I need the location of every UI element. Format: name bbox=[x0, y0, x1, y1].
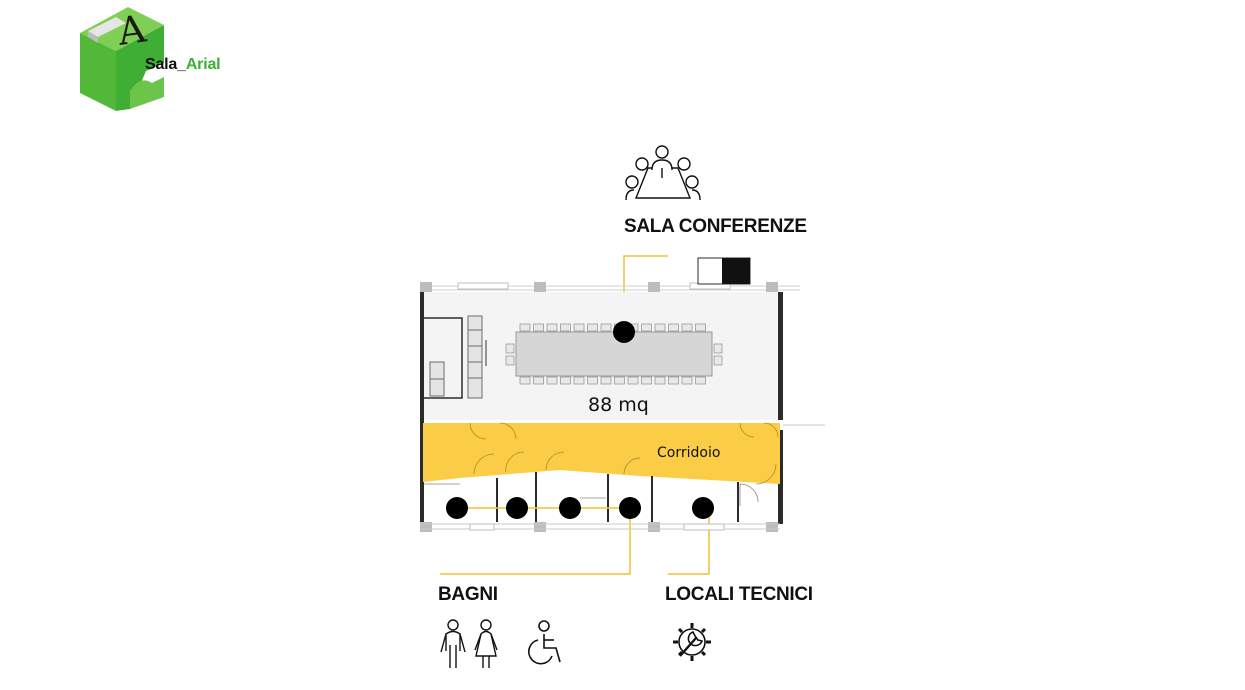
chair bbox=[560, 376, 571, 385]
marker-bathroom-3 bbox=[559, 497, 581, 519]
chair bbox=[695, 376, 706, 385]
logo-name-accent: Arial bbox=[185, 56, 221, 73]
chair bbox=[681, 376, 693, 385]
chair bbox=[546, 376, 558, 385]
location-markers bbox=[446, 321, 714, 519]
chair bbox=[573, 376, 585, 385]
logo-letter: A bbox=[114, 6, 149, 54]
chair bbox=[546, 323, 558, 332]
chair bbox=[519, 323, 531, 332]
label-locali-tecnici: LOCALI TECNICI bbox=[665, 584, 813, 605]
marker-technical bbox=[692, 497, 714, 519]
chair bbox=[533, 376, 544, 385]
chair bbox=[695, 323, 706, 332]
chair bbox=[600, 323, 612, 332]
chair bbox=[681, 323, 693, 332]
chair bbox=[600, 376, 612, 385]
man-woman-icon bbox=[440, 619, 498, 668]
chair bbox=[668, 323, 679, 332]
chair bbox=[533, 323, 544, 332]
marker-bathroom-4 bbox=[619, 497, 641, 519]
conference-table bbox=[505, 323, 723, 385]
corridor-label: Corridoio bbox=[657, 445, 720, 461]
wheelchair-icon bbox=[528, 620, 561, 665]
chair bbox=[587, 323, 598, 332]
chair bbox=[641, 323, 652, 332]
marker-conference bbox=[613, 321, 635, 343]
conference-table-icon bbox=[625, 145, 701, 201]
room-area: 88 mq bbox=[588, 394, 649, 416]
marker-bathroom-1 bbox=[446, 497, 468, 519]
chair bbox=[641, 376, 652, 385]
chair bbox=[587, 376, 598, 385]
chair bbox=[654, 323, 666, 332]
marker-bathroom-2 bbox=[506, 497, 528, 519]
logo-name-prefix: Sala_ bbox=[145, 56, 186, 73]
logo: A bbox=[80, 6, 164, 111]
label-sala-conferenze: SALA CONFERENZE bbox=[624, 216, 807, 237]
chair bbox=[519, 376, 531, 385]
side-furniture bbox=[429, 315, 487, 399]
chair bbox=[573, 323, 585, 332]
corridor bbox=[423, 423, 780, 484]
chair bbox=[560, 323, 571, 332]
label-bagni: BAGNI bbox=[438, 584, 498, 605]
chair bbox=[614, 376, 625, 385]
chair bbox=[668, 376, 679, 385]
logo-name: Sala_Arial bbox=[145, 56, 221, 74]
chair bbox=[627, 376, 639, 385]
gear-wrench-icon bbox=[673, 623, 711, 661]
chair bbox=[654, 376, 666, 385]
partition-walls bbox=[496, 472, 739, 522]
